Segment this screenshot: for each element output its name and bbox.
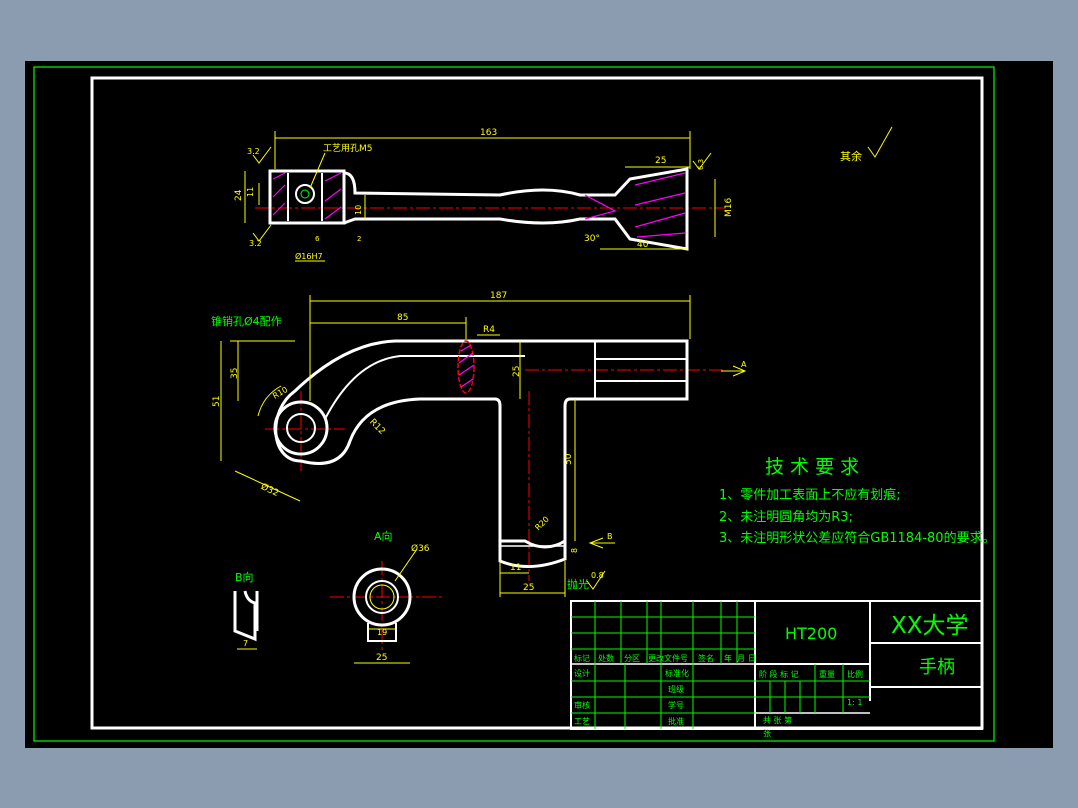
front-dim-r12: R12 [367, 417, 387, 437]
row-review: 审核 [574, 700, 590, 710]
title-block [570, 600, 983, 730]
row-approve: 批准 [668, 716, 684, 726]
top-roughness-right: 6.3 [697, 159, 705, 170]
front-dim-r4: R4 [483, 325, 495, 335]
front-label-polish: 抛光 [567, 577, 589, 591]
view-a-dim-diameter: Ø36 [411, 543, 430, 554]
stage-header-weight: 重量 [819, 669, 835, 679]
top-label-process-hole: 工艺用孔M5 [323, 143, 373, 154]
front-dim-8: 8 [570, 548, 579, 553]
view-a-dim-19: 19 [377, 628, 387, 637]
rev-header-day: 日 [748, 654, 756, 663]
front-view: 187 85 R4 35 51 25 R12 R10 Ø32 50 R20 11… [211, 291, 747, 597]
view-a: A向 Ø36 19 25 [330, 529, 445, 664]
front-dim-d32: Ø32 [259, 481, 280, 499]
top-dim-bottom-right: 40 [637, 240, 649, 250]
top-small-dim-left: 6 [315, 235, 320, 243]
tech-heading: 技 术 要 求 [765, 456, 859, 478]
rev-header-sign: 签名 [698, 653, 714, 663]
stage-header-scale: 比例 [847, 669, 863, 679]
row-student-no: 学号 [668, 700, 684, 710]
row-process: 工艺 [574, 717, 590, 726]
title-scale: 1: 1 [847, 698, 862, 707]
title-sheets: 共 张 第 [763, 715, 792, 725]
rev-header-zone: 分区 [624, 654, 640, 663]
front-roughness-polish: 0.8 [591, 571, 604, 580]
front-view-arrow-b: B [607, 532, 613, 541]
rev-header-mark: 标记 [574, 653, 590, 663]
front-dim-50: 50 [564, 453, 574, 465]
title-material: HT200 [785, 624, 837, 643]
view-b: B向 7 [233, 570, 259, 650]
top-roughness-left-bottom: 3.2 [249, 239, 262, 248]
top-dim-left-height: 24 [234, 189, 244, 201]
front-label-pin-hole: 锥销孔Ø4配作 [211, 314, 282, 328]
roughness-other-symbol [867, 126, 893, 158]
outer-frame [33, 66, 995, 742]
title-school: XX大学 [891, 613, 969, 639]
front-dim-11: 11 [510, 563, 521, 573]
front-dim-51: 51 [212, 396, 222, 407]
front-view-arrow-a: A [741, 360, 747, 369]
front-dim-35: 35 [230, 368, 240, 379]
top-dim-shaft: 10 [354, 205, 363, 215]
drawing-border [90, 76, 984, 730]
title-part-name: 手柄 [919, 657, 955, 678]
stage-header-mark: 阶 段 标 记 [759, 669, 799, 679]
front-dim-r20: R20 [533, 515, 551, 533]
view-b-dim-7: 7 [243, 639, 248, 648]
rev-header-count: 处数 [598, 653, 614, 663]
front-dim-total: 187 [490, 291, 507, 301]
tech-item-3: 3、未注明形状公差应符合GB1184-80的要求。 [719, 530, 996, 546]
rev-header-year: 年 [724, 653, 732, 663]
top-dim-total: 163 [480, 128, 497, 138]
tech-item-2: 2、未注明圆角均为R3; [719, 510, 853, 525]
row-class: 班级 [668, 684, 684, 694]
tech-requirements: 技 术 要 求 1、零件加工表面上不应有划痕; 2、未注明圆角均为R3; 3、未… [719, 456, 996, 546]
front-dim-85: 85 [397, 313, 408, 323]
engineering-drawing: 163 25 24 11 10 2 6 Ø16H7 M16 40 30° 3.2… [33, 66, 996, 742]
top-dim-right-flange: 25 [655, 156, 666, 166]
tech-item-1: 1、零件加工表面上不应有划痕; [719, 487, 901, 503]
title-block-text: HT200 XX大学 手柄 标记 处数 分区 更改文件号 签名 年 月 日 设计… [574, 613, 969, 738]
top-small-dim-shaft-bottom: 2 [357, 235, 361, 243]
view-a-title: A向 [374, 529, 393, 543]
top-angle: 30° [584, 234, 600, 244]
title-sheets-tail: 张 [763, 729, 771, 738]
top-view: 163 25 24 11 10 2 6 Ø16H7 M16 40 30° 3.2… [234, 128, 734, 262]
front-dim-bottom-25: 25 [523, 583, 534, 593]
rev-header-doc: 更改文件号 [648, 653, 688, 663]
top-dim-bore: Ø16H7 [295, 251, 323, 261]
top-dim-left-inner: 11 [246, 187, 255, 197]
view-a-dim-25: 25 [376, 653, 387, 663]
row-design: 设计 [574, 668, 590, 678]
cad-viewport[interactable]: 163 25 24 11 10 2 6 Ø16H7 M16 40 30° 3.2… [25, 61, 1053, 748]
rev-header-month: 月 [737, 654, 745, 663]
roughness-other: 其余 [840, 149, 862, 163]
view-b-title: B向 [235, 570, 254, 584]
row-standard: 标准化 [665, 668, 689, 678]
top-dim-thread: M16 [724, 198, 734, 217]
top-roughness-left-top: 3.2 [247, 147, 260, 156]
front-dim-25: 25 [512, 366, 522, 377]
